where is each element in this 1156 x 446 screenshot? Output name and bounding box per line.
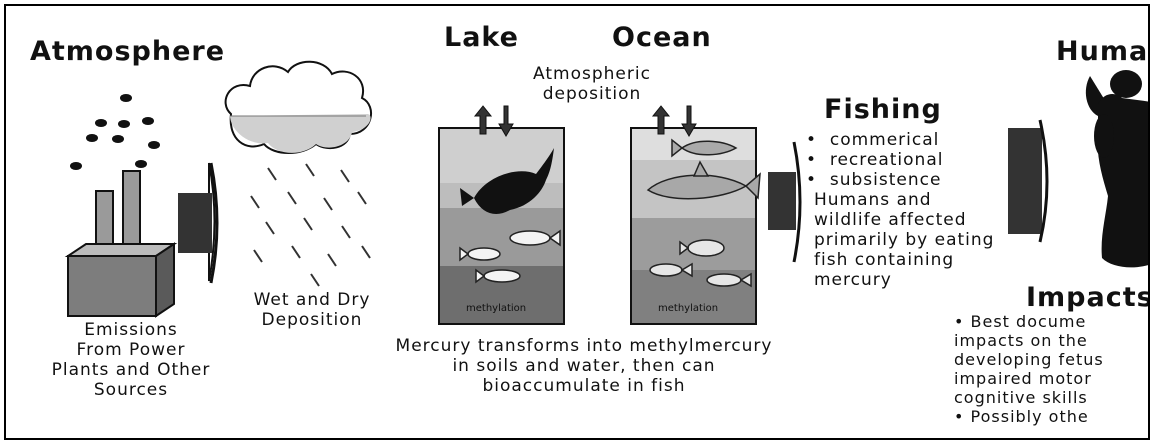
text-line: Sources [36,380,226,400]
text-line: • Best docume [954,312,1104,331]
wet-dry-deposition-label: Wet and Dry Deposition [232,290,392,330]
text-line: Deposition [232,310,392,330]
text-line: in soils and water, then can [344,356,824,376]
text-line: impacts on the [954,331,1104,350]
text-line: • Possibly othe [954,407,1104,426]
section-heading-lake: Lake [444,22,519,53]
text-line: developing fetus [954,350,1104,369]
text-line: Emissions [36,320,226,340]
section-heading-atmosphere: Atmosphere [30,36,225,67]
rain-icon [251,164,370,286]
section-heading-impacts: Impacts [1026,282,1150,313]
lake-methylation-label: methylation [466,303,526,314]
power-plant-icon [68,171,174,316]
text-line: bioaccumulate in fish [344,376,824,396]
emissions-label: Emissions From Power Plants and Other So… [36,320,226,400]
fishing-bullet-list: • commerical • recreational • subsistenc… [806,130,943,190]
list-item: • recreational [806,150,943,170]
fishing-note: Humans and wildlife affected primarily b… [814,190,994,290]
section-heading-human: Human [1056,36,1150,67]
human-silhouette-icon [1086,70,1150,267]
text-line: mercury [814,270,994,290]
cloud-icon [226,62,371,153]
flow-arrow-emissions [178,163,217,283]
text-line: Mercury transforms into methylmercury [344,336,824,356]
text-line: deposition [492,84,692,104]
text-line: impaired motor [954,369,1104,388]
flow-arrow-water-to-fishing [768,142,800,262]
text-line: Plants and Other [36,360,226,380]
impacts-text: • Best docume impacts on the developing … [954,312,1104,426]
section-heading-ocean: Ocean [612,22,712,53]
emission-particles [70,94,160,170]
ocean-methylation-label: methylation [658,303,718,314]
list-item: • commerical [806,130,943,150]
atmospheric-deposition-label: Atmospheric deposition [492,64,692,104]
text-line: From Power [36,340,226,360]
text-line: fish containing [814,250,994,270]
mercury-transform-caption: Mercury transforms into methylmercury in… [344,336,824,396]
list-item: • subsistence [806,170,943,190]
text-line: wildlife affected [814,210,994,230]
ocean-column [631,128,756,324]
section-heading-fishing: Fishing [824,94,942,125]
lake-column [439,128,564,324]
text-line: Wet and Dry [232,290,392,310]
flow-arrow-fishing-to-human [1008,120,1047,242]
diagram-frame: Atmosphere Lake Ocean Human Fishing Impa… [4,4,1150,440]
text-line: Humans and [814,190,994,210]
text-line: Atmospheric [492,64,692,84]
text-line: cognitive skills [954,388,1104,407]
text-line: primarily by eating [814,230,994,250]
